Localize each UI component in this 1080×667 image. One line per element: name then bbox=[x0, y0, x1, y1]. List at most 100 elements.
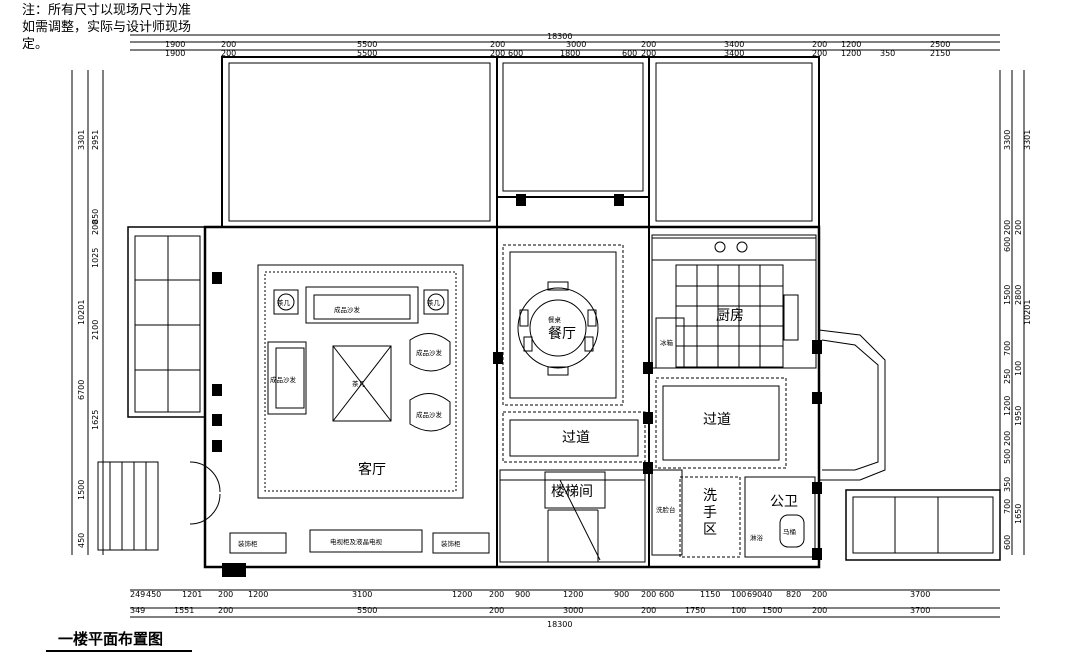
dim-bottom-1: 1201 bbox=[182, 590, 202, 599]
dim-right-mid: 2800 bbox=[1014, 285, 1023, 305]
dim-bottom-2: 1750 bbox=[685, 606, 705, 615]
label-dining-table: 餐桌 bbox=[548, 315, 562, 324]
dim-left-inner: 1625 bbox=[91, 410, 100, 430]
dim-top-1: 3000 bbox=[566, 40, 586, 49]
dim-right-mid: 1650 bbox=[1014, 504, 1023, 524]
dim-right-inner: 600 bbox=[1003, 535, 1012, 550]
dim-right-mid: 100 bbox=[1014, 361, 1023, 376]
dim-top-2: 5500 bbox=[357, 49, 377, 58]
dim-left-inner: 850 bbox=[91, 209, 100, 224]
label-fridge: 冰箱 bbox=[660, 338, 674, 347]
caption-underline bbox=[46, 650, 192, 652]
dim-bottom-2: 100 bbox=[731, 606, 746, 615]
dim-bottom-2: 349 bbox=[130, 606, 145, 615]
dim-right-inner: 700 bbox=[1003, 499, 1012, 514]
dim-left-outer: 450 bbox=[77, 533, 86, 548]
dim-bottom-1: 900 bbox=[515, 590, 530, 599]
dim-bottom-2: 3700 bbox=[910, 606, 930, 615]
room-wc: 公卫 bbox=[770, 494, 798, 510]
dim-left-inner: 200 bbox=[91, 220, 100, 235]
dim-top-1: 200 bbox=[641, 40, 656, 49]
dim-bottom-1: 1200 bbox=[248, 590, 268, 599]
label-basin: 洗脸台 bbox=[656, 505, 676, 514]
dim-bottom-1: 690 bbox=[747, 590, 762, 599]
label-cabinet-2: 装饰柜 bbox=[441, 539, 461, 548]
dim-right-inner: 200 bbox=[1003, 220, 1012, 235]
label-sofa-left: 成品沙发 bbox=[270, 375, 297, 384]
dim-top-1: 200 bbox=[812, 40, 827, 49]
label-side-2: 茶几 bbox=[427, 298, 441, 307]
dim-left-inner: 1025 bbox=[91, 248, 100, 268]
dim-top-1: 3400 bbox=[724, 40, 744, 49]
dim-right-mid: 1950 bbox=[1014, 406, 1023, 426]
dim-top-1: 1900 bbox=[165, 40, 185, 49]
dim-bottom-2: 200 bbox=[218, 606, 233, 615]
dim-left-outer: 3301 bbox=[77, 130, 86, 150]
room-living: 客厅 bbox=[358, 461, 386, 478]
label-toilet: 马桶 bbox=[783, 527, 796, 536]
dim-right-outer: 3301 bbox=[1023, 130, 1032, 150]
dim-bottom-1: 200 bbox=[641, 590, 656, 599]
dim-bottom-1: 1200 bbox=[452, 590, 472, 599]
dim-top-1: 200 bbox=[221, 40, 236, 49]
dim-bottom-2: 1551 bbox=[174, 606, 194, 615]
dim-bottom-1: 600 bbox=[659, 590, 674, 599]
dim-top-2: 1900 bbox=[165, 49, 185, 58]
label-side-1: 茶几 bbox=[277, 298, 291, 307]
dim-bottom-1: 100 bbox=[731, 590, 746, 599]
dim-top-1: 200 bbox=[490, 40, 505, 49]
dim-top-2: 3400 bbox=[724, 49, 744, 58]
room-corridor-1: 过道 bbox=[562, 430, 590, 446]
dim-top-2: 2150 bbox=[930, 49, 950, 58]
label-armchair-2: 成品沙发 bbox=[416, 410, 443, 419]
dim-top-1: 5500 bbox=[357, 40, 377, 49]
dim-bottom-1: 3100 bbox=[352, 590, 372, 599]
dim-bottom-1: 3700 bbox=[910, 590, 930, 599]
dim-left-outer: 10201 bbox=[77, 300, 86, 325]
label-cabinet-1: 装饰柜 bbox=[238, 539, 258, 548]
dim-bottom-2: 200 bbox=[489, 606, 504, 615]
room-kitchen: 厨房 bbox=[716, 308, 744, 324]
dim-top-2: 1200 bbox=[841, 49, 861, 58]
dim-top-2: 600 bbox=[622, 49, 637, 58]
label-shower: 淋浴 bbox=[750, 533, 764, 542]
dim-left-inner: 2100 bbox=[91, 320, 100, 340]
dim-right-mid: 200 bbox=[1014, 220, 1023, 235]
dim-bottom-1: 200 bbox=[218, 590, 233, 599]
dim-left-outer: 6700 bbox=[77, 380, 86, 400]
dim-top-1: 1200 bbox=[841, 40, 861, 49]
dim-bottom-2: 200 bbox=[812, 606, 827, 615]
label-armchair-1: 成品沙发 bbox=[416, 348, 443, 357]
drawing-caption: 一楼平面布置图 bbox=[58, 630, 164, 648]
dim-right-inner: 3300 bbox=[1003, 130, 1012, 150]
dim-bottom-1: 1150 bbox=[700, 590, 720, 599]
dim-bottom-2: 5500 bbox=[357, 606, 377, 615]
dim-bottom-1: 900 bbox=[614, 590, 629, 599]
label-tv: 电视柜及液晶电视 bbox=[330, 537, 383, 546]
dim-right-inner: 1200 bbox=[1003, 396, 1012, 416]
top-total-dim: 18300 bbox=[547, 32, 572, 41]
dim-bottom-2: 1500 bbox=[762, 606, 782, 615]
label-sofa-main: 成品沙发 bbox=[334, 305, 361, 314]
dim-bottom-1: 249 bbox=[130, 590, 145, 599]
dim-right-inner: 200 bbox=[1003, 431, 1012, 446]
dim-top-2: 200 bbox=[221, 49, 236, 58]
dim-right-inner: 350 bbox=[1003, 477, 1012, 492]
room-wash: 洗手区 bbox=[703, 488, 717, 538]
dim-top-2: 200 bbox=[641, 49, 656, 58]
dim-bottom-1: 1200 bbox=[563, 590, 583, 599]
room-corridor-2: 过道 bbox=[703, 412, 731, 428]
dim-top-1: 2500 bbox=[930, 40, 950, 49]
bottom-total-dim: 18300 bbox=[547, 620, 572, 629]
dim-left-outer: 1500 bbox=[77, 480, 86, 500]
dim-right-inner: 500 bbox=[1003, 449, 1012, 464]
dim-bottom-1: 820 bbox=[786, 590, 801, 599]
dim-bottom-2: 3000 bbox=[563, 606, 583, 615]
dim-bottom-1: 450 bbox=[146, 590, 161, 599]
dim-top-2: 600 bbox=[508, 49, 523, 58]
dim-left-inner: 2951 bbox=[91, 130, 100, 150]
room-dining: 餐厅 bbox=[548, 326, 576, 342]
dim-top-2: 200 bbox=[490, 49, 505, 58]
label-coffee-table: 茶几 bbox=[352, 379, 366, 388]
dim-right-inner: 250 bbox=[1003, 369, 1012, 384]
